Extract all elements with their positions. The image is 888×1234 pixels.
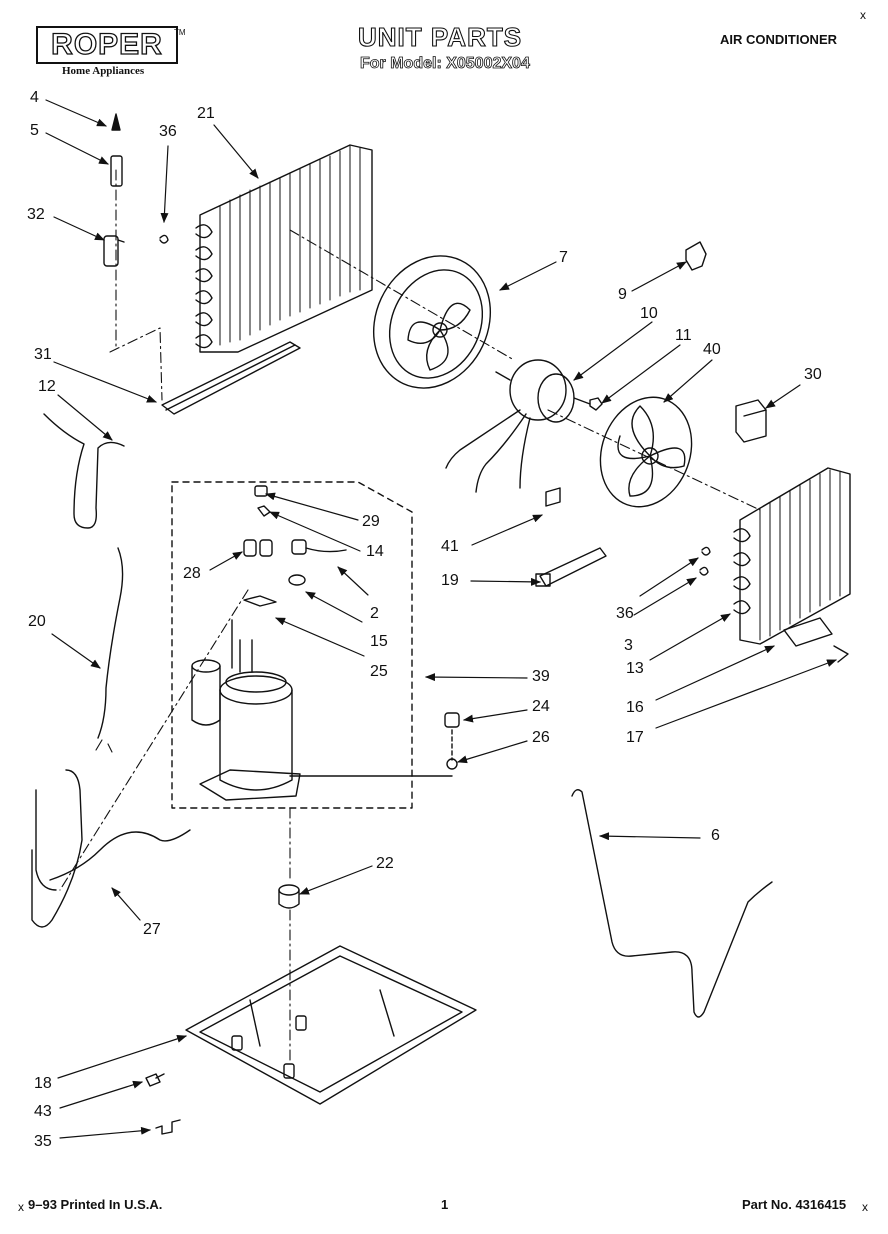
clip-35 [155,1119,181,1135]
callout-12: 12 [38,378,56,395]
callout-39: 39 [532,668,550,685]
callout-5: 5 [30,122,39,139]
callout-32: 32 [27,206,45,223]
brand-tagline: Home Appliances [62,65,145,77]
callout-22: 22 [376,855,394,872]
callout-26: 26 [532,729,550,746]
cover-28 [259,539,273,557]
callout-35: 35 [34,1133,52,1150]
trademark-mark: TM [174,28,186,37]
clip-3 [699,566,709,576]
fan-shroud [372,255,492,389]
screw-43 [145,1073,165,1087]
nut-11 [589,397,603,411]
callout-3: 3 [624,637,633,654]
page-title: UNIT PARTS [357,21,523,52]
part-number: Part No. 4316415 [742,1197,847,1212]
terminal-41 [545,487,561,507]
compressor [191,619,301,801]
callout-11: 11 [675,327,692,344]
brand-name: ROPER [51,28,163,61]
nut-24 [444,712,460,728]
compressor-assembly-outline [171,481,413,809]
appliance-category: AIR CONDITIONER [720,32,837,47]
callout-2: 2 [370,605,379,622]
callout-14: 14 [366,543,384,560]
bracket-16 [783,617,833,647]
callout-4: 4 [30,89,39,106]
callout-6: 6 [711,827,720,844]
callout-9: 9 [618,286,627,303]
discharge-tube-27 [31,769,191,928]
tube-31 [161,341,301,415]
callout-40: 40 [703,341,721,358]
model-line: For Model: X05002X04 [360,55,531,73]
callout-36: 36 [159,123,177,140]
callout-13: 13 [626,660,644,677]
callout-15: 15 [370,633,388,650]
callout-7: 7 [559,249,568,266]
alignment-lines [59,169,761,1061]
corner-registration-mark: x [860,8,866,22]
strap-19 [535,547,607,587]
callout-27: 27 [143,921,161,938]
callout-20: 20 [28,613,46,630]
clip-36-top [159,234,169,244]
base-pan-18 [185,945,477,1105]
callout-18: 18 [34,1075,52,1092]
blower-wheel [599,396,693,508]
overload-2 [305,547,347,553]
wire-harness-20 [97,547,124,739]
print-info: 9–93 Printed In U.S.A. [28,1197,163,1212]
callout-10: 10 [640,305,658,322]
callout-25: 25 [370,663,388,680]
footer-right-mark: x [862,1200,868,1214]
compressor-parts [243,485,460,777]
washer-14 [257,505,271,517]
callout-28: 28 [183,565,201,582]
callout-30: 30 [804,366,822,383]
foam-block-30 [735,399,767,443]
callout-36b: 36 [616,605,634,622]
callout-31: 31 [34,346,52,363]
evaporator-coil [699,467,851,645]
bracket-wire-6 [571,789,773,1018]
bracket-25 [243,595,277,607]
fan-motor [445,241,707,493]
schrader-valve-parts [103,113,125,267]
callout-16: 16 [626,699,644,716]
callout-17: 17 [626,729,644,746]
bracket-9 [685,241,707,271]
isolator-22 [278,884,300,909]
nut-29 [254,485,268,497]
callout-43: 43 [34,1103,52,1120]
callout-21: 21 [197,105,215,122]
clip-36-right [701,546,711,556]
suction-tube-12 [43,413,125,529]
washer-15 [288,574,306,586]
screw-17 [833,645,849,663]
brand-logo: ROPER [36,26,178,64]
callout-24: 24 [532,698,550,715]
page-number: 1 [441,1197,449,1212]
callout-19: 19 [441,572,459,589]
callout-41: 41 [441,538,459,555]
footer-left-mark: x [18,1200,24,1214]
leader-lines [45,99,837,1139]
condenser-coil [159,144,373,353]
callout-29: 29 [362,513,380,530]
